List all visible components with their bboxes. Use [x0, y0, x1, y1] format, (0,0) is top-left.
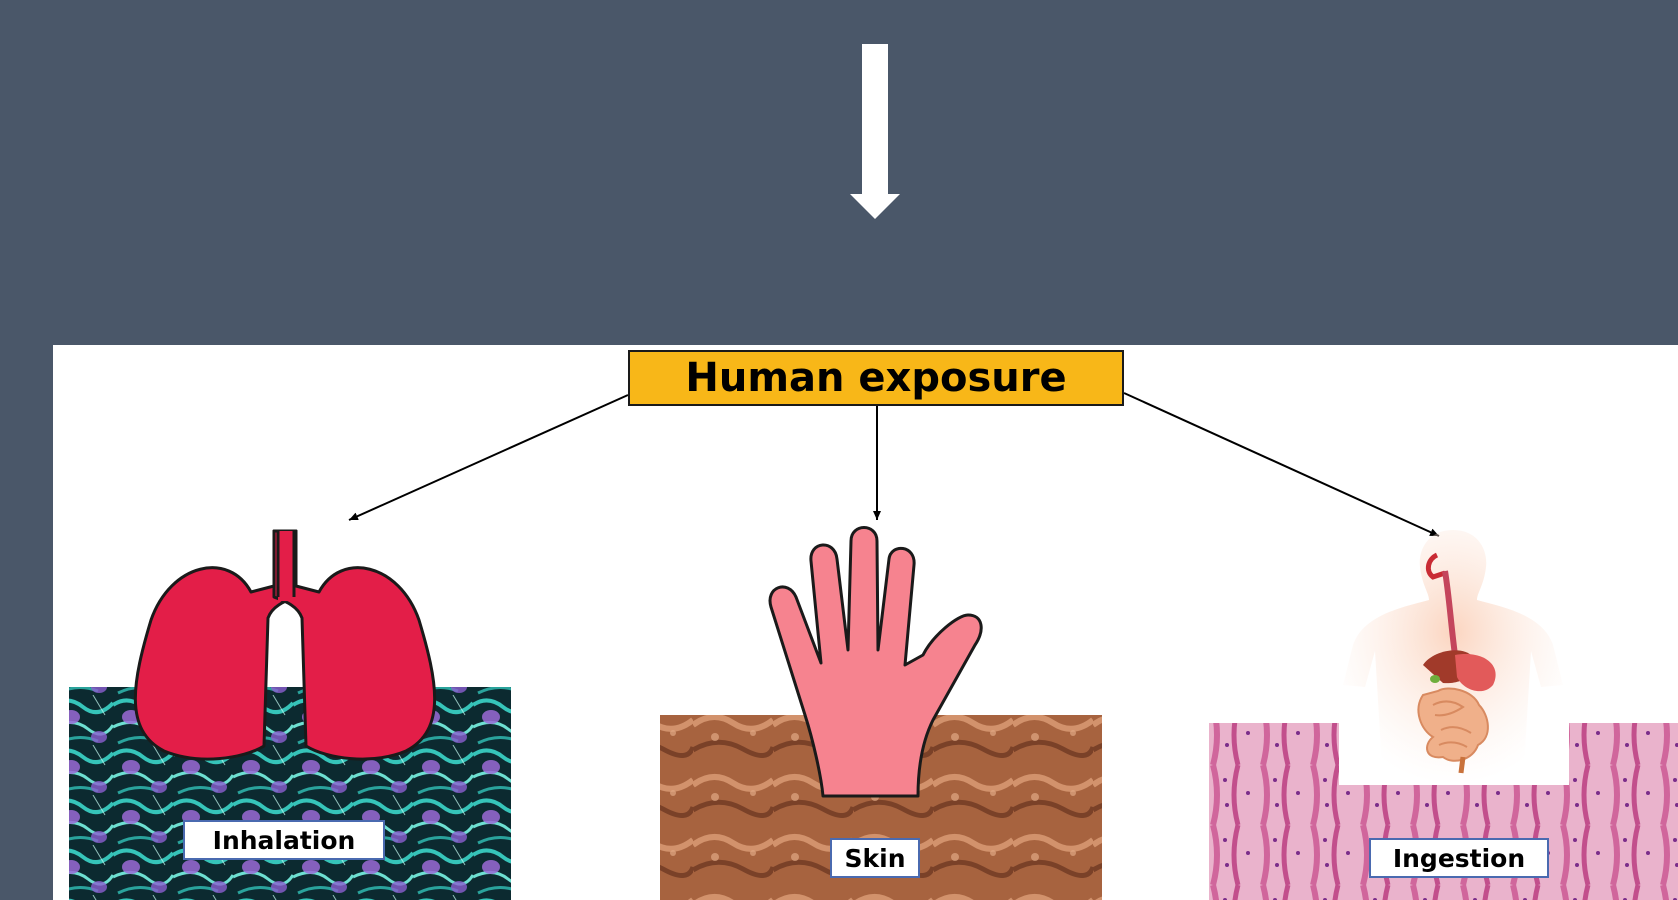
human-exposure-title: Human exposure	[628, 350, 1124, 406]
skin-label: Skin	[830, 838, 920, 878]
airway-tissue-image	[69, 687, 511, 900]
arrow-to-ingestion	[1124, 393, 1439, 536]
ingestion-label: Ingestion	[1369, 838, 1549, 878]
inhalation-label: Inhalation	[183, 820, 385, 860]
down-arrow-icon	[850, 44, 900, 224]
exposure-diagram-panel: Human exposure Inhalation Skin Ingestion	[53, 345, 1678, 900]
arrow-to-inhalation	[349, 395, 628, 520]
